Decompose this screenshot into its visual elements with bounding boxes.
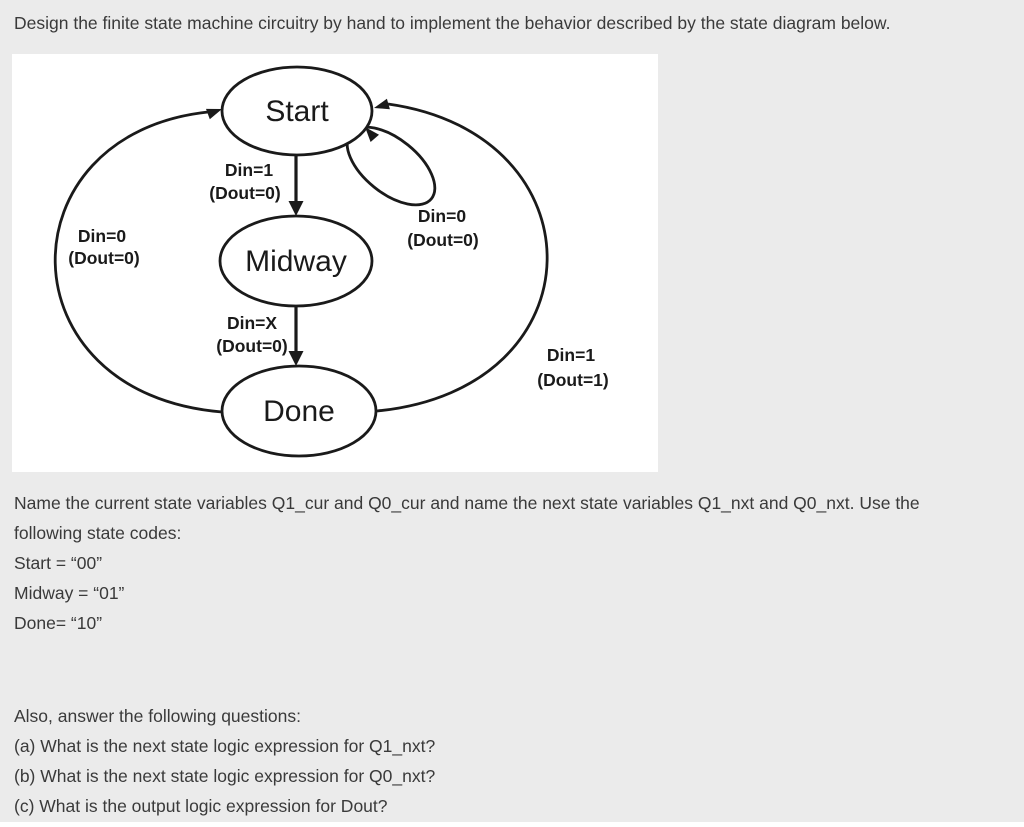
state-code-midway: Midway = “01” [14,583,125,603]
arrowhead-midway-done-icon [288,351,304,366]
paragraph-line: Name the current state variables Q1_cur … [14,493,920,513]
questions-block: Also, answer the following questions: (a… [14,701,435,821]
label-self-loop-input: Din=0 [418,206,466,226]
state-code-start: Start = “00” [14,553,103,573]
state-diagram-panel: Start Midway Done Din=1 (Dout=0) Din=0 (… [12,54,658,472]
arrowhead-right-arc-icon [374,98,390,110]
state-start-label: Start [265,95,329,128]
state-midway-label: Midway [245,245,347,278]
fsm-diagram-svg: Start Midway Done Din=1 (Dout=0) Din=0 (… [53,65,609,458]
label-midway-done-input: Din=X [227,313,277,333]
label-start-midway-input: Din=1 [225,160,273,180]
edge-done-to-start-left [53,110,223,414]
label-midway-done-output: (Dout=0) [216,336,287,356]
label-done-start-right-input: Din=1 [547,345,595,365]
state-done-label: Done [263,395,335,428]
label-done-start-left-output: (Dout=0) [68,248,139,268]
state-code-done: Done= “10” [14,613,103,633]
arrowhead-self-loop-icon [365,127,379,142]
question-b: (b) What is the next state logic express… [14,766,436,786]
questions-intro: Also, answer the following questions: [14,706,301,726]
paragraph-line: following state codes: [14,523,182,543]
question-a: (a) What is the next state logic express… [14,736,436,756]
label-done-start-left-input: Din=0 [78,226,126,246]
arrowhead-start-midway-icon [288,201,304,216]
state-codes-block: Name the current state variables Q1_cur … [14,488,920,638]
question-title: Design the finite state machine circuitr… [14,13,891,33]
edge-done-to-start-right [376,102,549,413]
question-c: (c) What is the output logic expression … [14,796,388,816]
bottom-strip [0,822,1024,827]
state-done [220,364,378,458]
arrowhead-left-arc-icon [206,108,222,120]
label-self-loop-output: (Dout=0) [407,230,478,250]
label-start-midway-output: (Dout=0) [209,183,280,203]
label-done-start-right-output: (Dout=1) [537,370,608,390]
